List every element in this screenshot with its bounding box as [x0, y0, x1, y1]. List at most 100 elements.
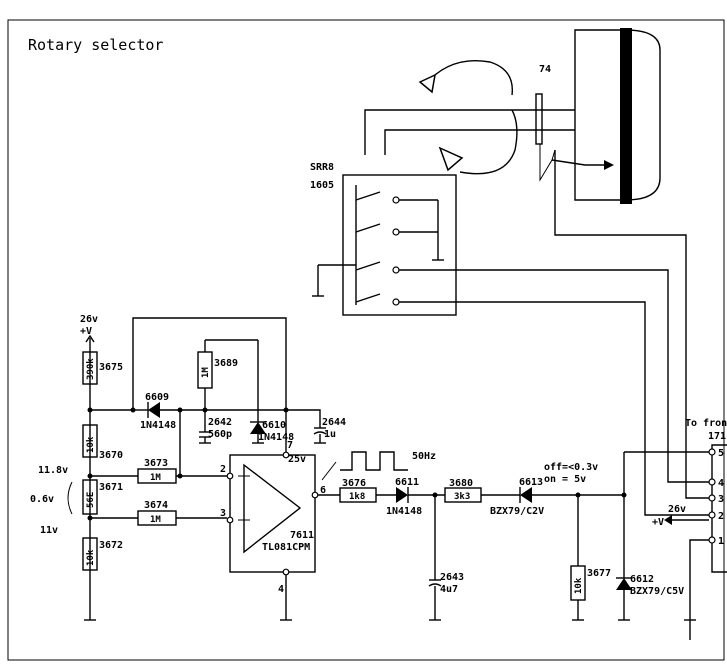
- knob-cap: [624, 29, 661, 201]
- wire-to-connector-4: [554, 150, 712, 499]
- switch-pole-1: [355, 191, 438, 204]
- diagram-frame: [7, 19, 725, 661]
- rotation-arc-bottom: [459, 109, 518, 175]
- r3671-value: 56E: [86, 492, 96, 508]
- r3673-ref: 3673: [144, 458, 168, 469]
- d6610-ref: 6610: [262, 420, 286, 431]
- opamp-triangle: [243, 463, 302, 554]
- c2644-ref: 2644: [322, 417, 346, 428]
- r3689-value: 1M: [201, 367, 211, 378]
- capacitor-2643: 2643 4u7: [428, 495, 464, 621]
- resistor-3675: 390k 3675: [82, 351, 123, 385]
- shaft-collar: [535, 93, 543, 145]
- capacitor-2644: 2644 1u: [286, 409, 346, 444]
- wire-to-connector-3: [399, 269, 712, 483]
- r3676-ref: 3676: [342, 478, 366, 489]
- resistor-3674: 1M 3674: [90, 500, 227, 526]
- resistor-3689: 1M 3689: [197, 339, 258, 410]
- r3672-ref: 3672: [99, 540, 123, 551]
- r3676-value: 1k8: [349, 492, 365, 502]
- opamp-supply-25v: 25v: [288, 454, 306, 465]
- opamp-pin2: 2: [220, 464, 226, 475]
- signal-off-level: off=<0.3v: [544, 462, 598, 473]
- r3673-value: 1M: [150, 473, 161, 483]
- r3680-ref: 3680: [449, 478, 473, 489]
- r3674-value: 1M: [150, 515, 161, 525]
- connector-pin-5: 5: [718, 448, 724, 459]
- c2643-value: 4u7: [440, 584, 458, 595]
- r3675-ref: 3675: [99, 362, 123, 373]
- d6611-ref: 6611: [395, 477, 419, 488]
- resistor-3676: 1k8 3676: [339, 478, 377, 503]
- c2644-value: 1u: [324, 429, 336, 440]
- resistor-3671: 56E 3671: [82, 479, 123, 515]
- resistor-3672: 10k 3672: [82, 537, 123, 571]
- connector-supply-voltage: 26v: [668, 504, 686, 515]
- voltage-bracket: [67, 481, 73, 515]
- square-wave-50hz: 50Hz: [321, 451, 436, 481]
- resistor-3673: 1M 3673: [90, 410, 227, 484]
- r3680-value: 3k3: [454, 492, 470, 502]
- supply-plus: +V: [80, 326, 92, 337]
- c2643-ref: 2643: [440, 572, 464, 583]
- r3675-value: 390k: [86, 358, 96, 380]
- resistor-3680: 3k3 3680: [444, 478, 482, 503]
- c2642-ref: 2642: [208, 417, 232, 428]
- knob-body: [574, 29, 626, 201]
- capacitor-2642: 2642 560p: [199, 410, 232, 444]
- r3670-value: 10k: [86, 436, 96, 453]
- c2642-value: 560p: [208, 429, 232, 440]
- switch-ref: SRR8: [310, 162, 334, 173]
- diode-6609: 6609 1N4148: [133, 392, 180, 431]
- voltage-11-8: 11.8v: [38, 465, 68, 476]
- opamp-ref: 7611: [290, 530, 314, 541]
- opamp-pin3: 3: [220, 508, 226, 519]
- rotate-ccw-arrow-icon: [418, 73, 436, 94]
- rotate-cw-arrow-icon: [438, 146, 464, 172]
- d6612-type: BZX79/C5V: [630, 586, 684, 597]
- rotation-arc-top: [424, 60, 514, 96]
- linkage-wire-b: [384, 129, 536, 155]
- resistor-3670: 10k 3670: [82, 424, 123, 461]
- d6613-ref: 6613: [519, 477, 543, 488]
- supply-arrow-icon-2: [664, 515, 672, 525]
- opamp-box: [229, 454, 316, 573]
- supply-input: 26v +V: [80, 314, 98, 352]
- opamp-pin6: 6: [320, 485, 326, 496]
- rotary-switch: SRR8 1605: [310, 150, 712, 516]
- connector-label: To fron: [685, 418, 727, 429]
- front-connector: To fron 171 5 4 3 2 1 26v +V: [652, 418, 727, 640]
- connector-ref: 171: [708, 431, 726, 442]
- diode-6612: 6612 BZX79/C5V: [616, 452, 684, 621]
- r3674-ref: 3674: [144, 500, 168, 511]
- d6611-type: 1N4148: [386, 506, 422, 517]
- pointer-arrow-icon: [604, 160, 614, 170]
- voltage-11: 11v: [40, 525, 58, 536]
- connector-pin-2: 2: [718, 511, 724, 522]
- pointer-line: [551, 159, 610, 166]
- signal-on-level: on = 5v: [544, 474, 586, 485]
- diode-6610: 6610 1N4148: [250, 340, 294, 444]
- opamp-pin7: 7: [287, 440, 293, 451]
- d6613-type: BZX79/C2V: [490, 506, 544, 517]
- connector-pin-4: 4: [718, 478, 724, 489]
- switch-pole-4: [355, 293, 400, 306]
- r3671-ref: 3671: [99, 482, 123, 493]
- resistor-3677: 10k 3677: [570, 495, 611, 621]
- voltage-0-6: 0.6v: [30, 494, 54, 505]
- selector-knob-assembly: 74: [364, 28, 661, 204]
- switch-pole-2: [355, 223, 438, 236]
- switch-pole-3: [355, 261, 400, 274]
- connector-pin-3: 3: [718, 494, 724, 505]
- r3672-value: 10k: [86, 549, 96, 566]
- d6610-type: 1N4148: [258, 432, 294, 443]
- connector-supply-plus: +V: [652, 517, 664, 528]
- switch-number: 1605: [310, 180, 334, 191]
- d6609-ref: 6609: [145, 392, 169, 403]
- linkage-wire-a: [364, 109, 536, 155]
- d6609-type: 1N4148: [140, 420, 176, 431]
- shaft-label: 74: [539, 64, 551, 75]
- supply-voltage: 26v: [80, 314, 98, 325]
- connector-pin-1: 1: [718, 536, 724, 547]
